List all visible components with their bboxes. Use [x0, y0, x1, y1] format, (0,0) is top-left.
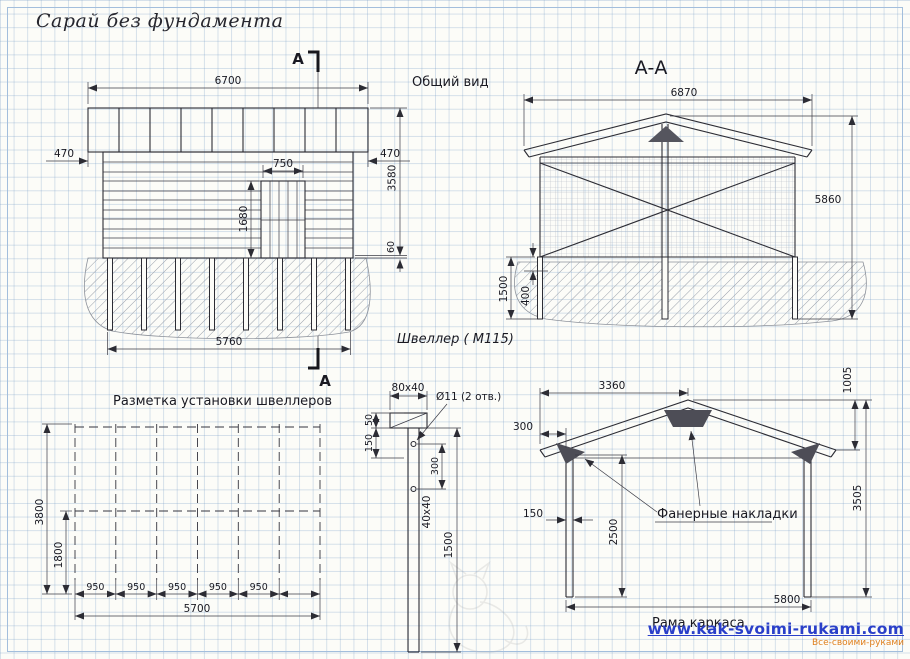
front-door: [260, 180, 306, 259]
front-walls: [102, 151, 354, 259]
dim-door-width: 750: [273, 158, 293, 170]
frame-view: 3360 1005 3505 300 150 2500: [513, 367, 872, 631]
frame-view-label: Рама каркаса: [652, 616, 745, 631]
front-dimensions: 6700 470 470 750 1680: [46, 75, 410, 355]
frame-left-gusset: [556, 443, 585, 464]
dim-spacing-3: 950: [168, 582, 186, 593]
dim-front-top-width: 6700: [215, 75, 242, 87]
section-cut-marks: А А: [292, 50, 331, 390]
apex-gusset: [648, 126, 684, 142]
dim-layout-depth: 3800: [34, 499, 46, 526]
section-letter-top: А: [292, 50, 304, 68]
dim-channel-profile: 80х40: [392, 382, 425, 394]
dim-section-total-height: 5860: [815, 194, 842, 206]
dim-frame-half-span: 3360: [599, 380, 626, 392]
dim-spacing-2: 950: [127, 582, 145, 593]
dim-spacing-4: 950: [209, 582, 227, 593]
dim-front-bottom-width: 5760: [216, 336, 243, 348]
dim-door-height: 1680: [238, 206, 250, 233]
layout-dimensions: 950 950 950 950 950 3800 1800 5700: [34, 423, 321, 620]
layout-label: Разметка установки швеллеров: [113, 394, 332, 409]
dim-channel-upper-offset: 150: [364, 434, 375, 452]
section-mesh-wall: [539, 124, 796, 258]
frame-note-label: Фанерные накладки: [657, 507, 798, 522]
dim-spacing-1: 950: [86, 582, 104, 593]
front-roof: [87, 107, 369, 153]
channel-geometry: [389, 412, 428, 653]
drawing-title: Сарай без фундамента: [36, 10, 284, 32]
frame-apex-gusset: [664, 410, 712, 427]
dim-frame-span: 5800: [774, 594, 801, 606]
cat-sketch: [448, 560, 529, 653]
dim-frame-post-width: 150: [523, 508, 543, 520]
watermark: www.kak-svoimi-rukami.com Все-своими-рук…: [647, 620, 904, 649]
channel-dimensions: 80х40 50 150 Ø11 (2 отв.) 300 40х40 150: [364, 382, 501, 653]
section-letter-bottom: А: [319, 372, 331, 390]
front-view-label: Общий вид: [412, 75, 489, 90]
dim-post-depth: 1500: [498, 276, 510, 303]
section-roof: [523, 113, 813, 158]
dim-section-top-width: 6870: [671, 87, 698, 99]
dim-layout-total: 5700: [184, 603, 211, 615]
section-title: А-А: [635, 57, 668, 79]
dim-channel-hole-spacing: 300: [430, 457, 441, 475]
dim-frame-post-height: 2500: [608, 519, 620, 546]
section-ground: [514, 261, 867, 328]
section-view: А-А: [498, 57, 867, 328]
watermark-link[interactable]: www.kak-svoimi-rukami.com: [647, 620, 904, 638]
frame-dimensions: 3360 1005 3505 300 150 2500: [513, 367, 872, 612]
dim-frame-rise: 1005: [842, 367, 854, 394]
dim-front-height: 3580: [387, 165, 399, 192]
dim-channel-top-offset: 50: [364, 414, 375, 426]
dim-layout-inner-depth: 1800: [53, 542, 65, 569]
dim-frame-overhang: 300: [513, 421, 533, 433]
section-dimensions: 6870 5860 1500 400: [498, 87, 858, 320]
dim-post-step: 400: [520, 286, 532, 306]
channel-detail: Швеллер ( М115) 80х40 50: [364, 332, 514, 653]
dim-front-base-gap: 60: [386, 241, 397, 253]
dim-channel-length: 1500: [443, 532, 455, 559]
front-ground: [83, 257, 371, 340]
channel-label: Швеллер ( М115): [397, 332, 514, 347]
layout-lines: [74, 424, 321, 580]
frame-geometry: [539, 399, 837, 598]
layout-view: Разметка установки швеллеров: [34, 394, 332, 620]
dim-spacing-5: 950: [250, 582, 268, 593]
watermark-tagline: Все-своими-руками: [811, 638, 904, 649]
frame-right-gusset: [791, 443, 820, 464]
dim-front-overhang-left: 470: [54, 148, 74, 160]
dim-frame-total-height: 3505: [852, 485, 864, 512]
dim-post-profile: 40х40: [421, 496, 433, 529]
front-view: 6700 470 470 750 1680: [46, 50, 489, 390]
frame-note: Фанерные накладки: [584, 430, 798, 523]
dim-channel-hole: Ø11 (2 отв.): [436, 391, 501, 403]
dim-front-overhang-right: 470: [380, 148, 400, 160]
